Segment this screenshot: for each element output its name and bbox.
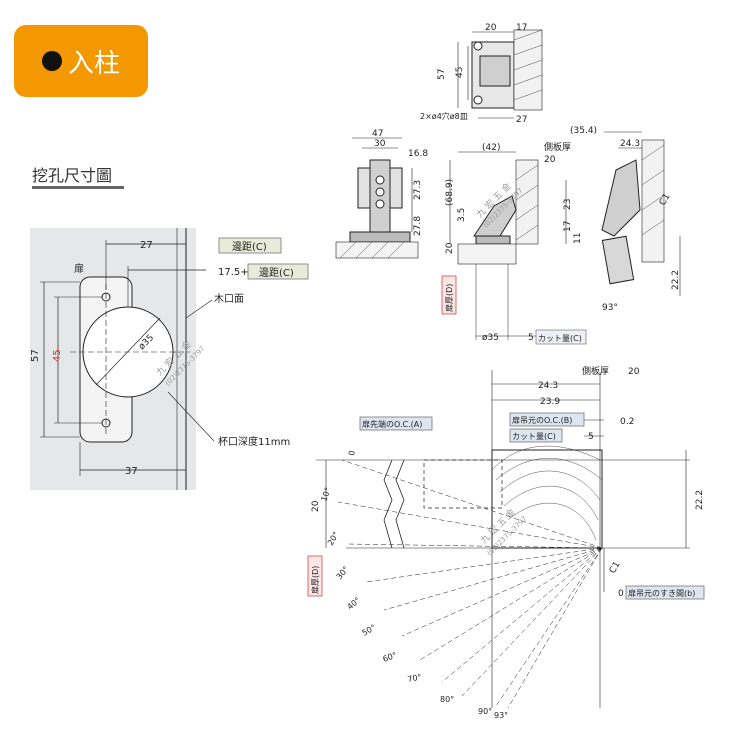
open-dim-22-2: 22.2 [671,270,681,290]
front-dim-47: 47 [372,129,383,139]
sweep-dim-24-3: 24.3 [538,381,558,391]
dim-17-5: 17.5+ [218,267,249,278]
dim-45: 45 [52,349,63,362]
angle-label: 50° [361,623,378,638]
edge-c-tag [218,237,282,254]
angle-label: 60° [382,651,398,664]
bullet-icon [41,51,62,71]
gap-value: 0 [618,589,624,599]
dim-57: 57 [30,349,41,362]
angle-label: 93° [494,711,508,720]
side-dim-68-9: (68.9) [445,179,455,206]
wood-face-label: 木口面 [214,293,244,305]
sweep-panel-value: 20 [628,367,640,377]
top-dim-17: 17 [516,23,527,33]
angle-label: 20° [326,530,341,547]
mount-type-badge: 入柱 [14,25,148,97]
sweep-door-tag [307,555,323,597]
section-title: 挖孔尺寸圖 [32,166,113,185]
top-dim-57: 57 [437,69,447,80]
side-cut-label: カット量(C) [538,334,582,343]
angle-label: 70° [407,673,423,684]
front-dim-27-8: 27.8 [413,216,423,236]
cut-c-label: カット量(C) [512,432,556,441]
door-label: 扉 [74,262,84,275]
side-door-label: 扉厚(D) [444,284,454,312]
dim-27: 27 [140,240,153,251]
side-dim-42: (42) [482,143,500,153]
angle-label: 10° [319,486,332,502]
open-dim-24-3: 24.3 [620,139,640,149]
side-dim-17: 17 [563,221,573,232]
side-dim-11: 11 [573,233,583,244]
cut-c-tag [509,428,563,443]
section-divider [32,186,124,189]
side-panel-label: 側板厚 [544,141,571,153]
angle-label: 30° [335,565,351,582]
front-dim-27-3: 27.3 [413,180,423,200]
oc-b-label: 扉吊元のO.C.(B) [512,415,572,425]
side-panel-value: 20 [544,155,556,165]
side-door-tag [441,275,457,315]
open-angle-93: 93° [602,303,618,313]
sweep-zero: 0 [347,450,357,457]
open-view [601,131,681,296]
oc-a-label: 扉先端のO.C.(A) [362,419,422,429]
side-cut-tag [535,329,587,345]
sweep-c1: C1 [608,560,623,575]
side-dim-5: 5 [528,333,534,343]
sweep-dim-20: 20 [311,500,321,512]
plate-front-view [335,137,419,259]
top-dim-45: 45 [455,67,465,78]
edge-c-label-2: 邊距(C) [259,266,294,279]
sweep-door-label: 扉厚(D) [310,566,320,594]
side-view [449,151,567,340]
gap-b-tag [625,585,705,600]
edge-c-tag-2 [247,263,309,280]
sweep-dim-23-9: 23.9 [540,397,560,407]
open-dim-35-4: (35.4) [570,126,597,136]
top-dim-20: 20 [485,23,497,33]
plate-top-view [457,29,543,119]
oc-b-value: 0.2 [620,417,634,427]
gap-b-label: 扉吊元のすき間(b) [628,588,695,598]
mount-type-label: 入柱 [67,48,120,79]
drill-pattern [40,228,215,490]
side-dim-3-5: 3.5 [457,208,467,222]
angle-label: 40° [346,596,363,612]
top-dim-27: 27 [516,115,527,125]
angle-label: 80° [440,695,454,704]
side-dim-35: ø35 [482,333,499,343]
sweep-panel-label: 側板厚 [582,365,609,377]
dim-37: 37 [125,466,138,477]
side-dim-23: 23 [563,199,573,210]
cut-c-value: 5 [588,432,594,442]
cup-depth-label: 杯口深度11mm [218,435,290,448]
oc-b-tag [509,412,585,427]
front-dim-30: 30 [374,139,386,149]
oc-a-tag [359,416,433,431]
front-dim-16-8: 16.8 [408,149,428,159]
edge-c-label: 邊距(C) [232,240,267,253]
sweep-dim-22-2: 22.2 [695,490,705,510]
screw-spec: 2×ø4穴ø8皿 [420,111,468,121]
side-dim-20: 20 [445,242,455,254]
angle-label: 90° [478,707,492,716]
